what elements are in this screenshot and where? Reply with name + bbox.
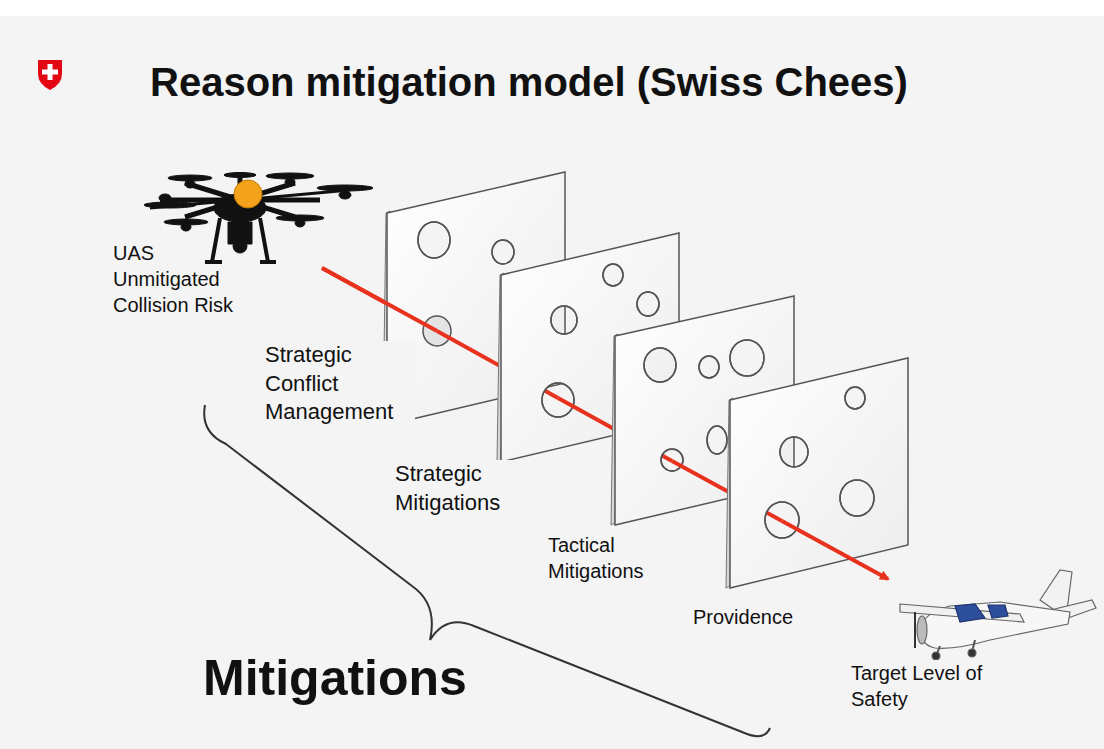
slide-title: Reason mitigation model (Swiss Chees) <box>150 56 908 108</box>
layer-label: Strategic Conflict Management <box>265 341 415 427</box>
group-label: Mitigations <box>203 646 467 711</box>
target-label: Target Level of Safety <box>851 660 1001 712</box>
swiss-logo <box>38 60 62 90</box>
cheese-slice <box>726 358 908 588</box>
drone-illustration <box>144 173 373 263</box>
layer-label: Providence <box>693 604 793 630</box>
layer-label: Tactical Mitigations <box>548 532 673 584</box>
top-band <box>0 0 1104 16</box>
plane-illustration <box>900 570 1096 660</box>
threat-arrow <box>322 268 437 331</box>
threat-arrow <box>782 521 888 579</box>
layer-label: Strategic Mitigations <box>395 460 535 517</box>
threat-label: UAS Unmitigated Collision Risk <box>113 240 253 318</box>
